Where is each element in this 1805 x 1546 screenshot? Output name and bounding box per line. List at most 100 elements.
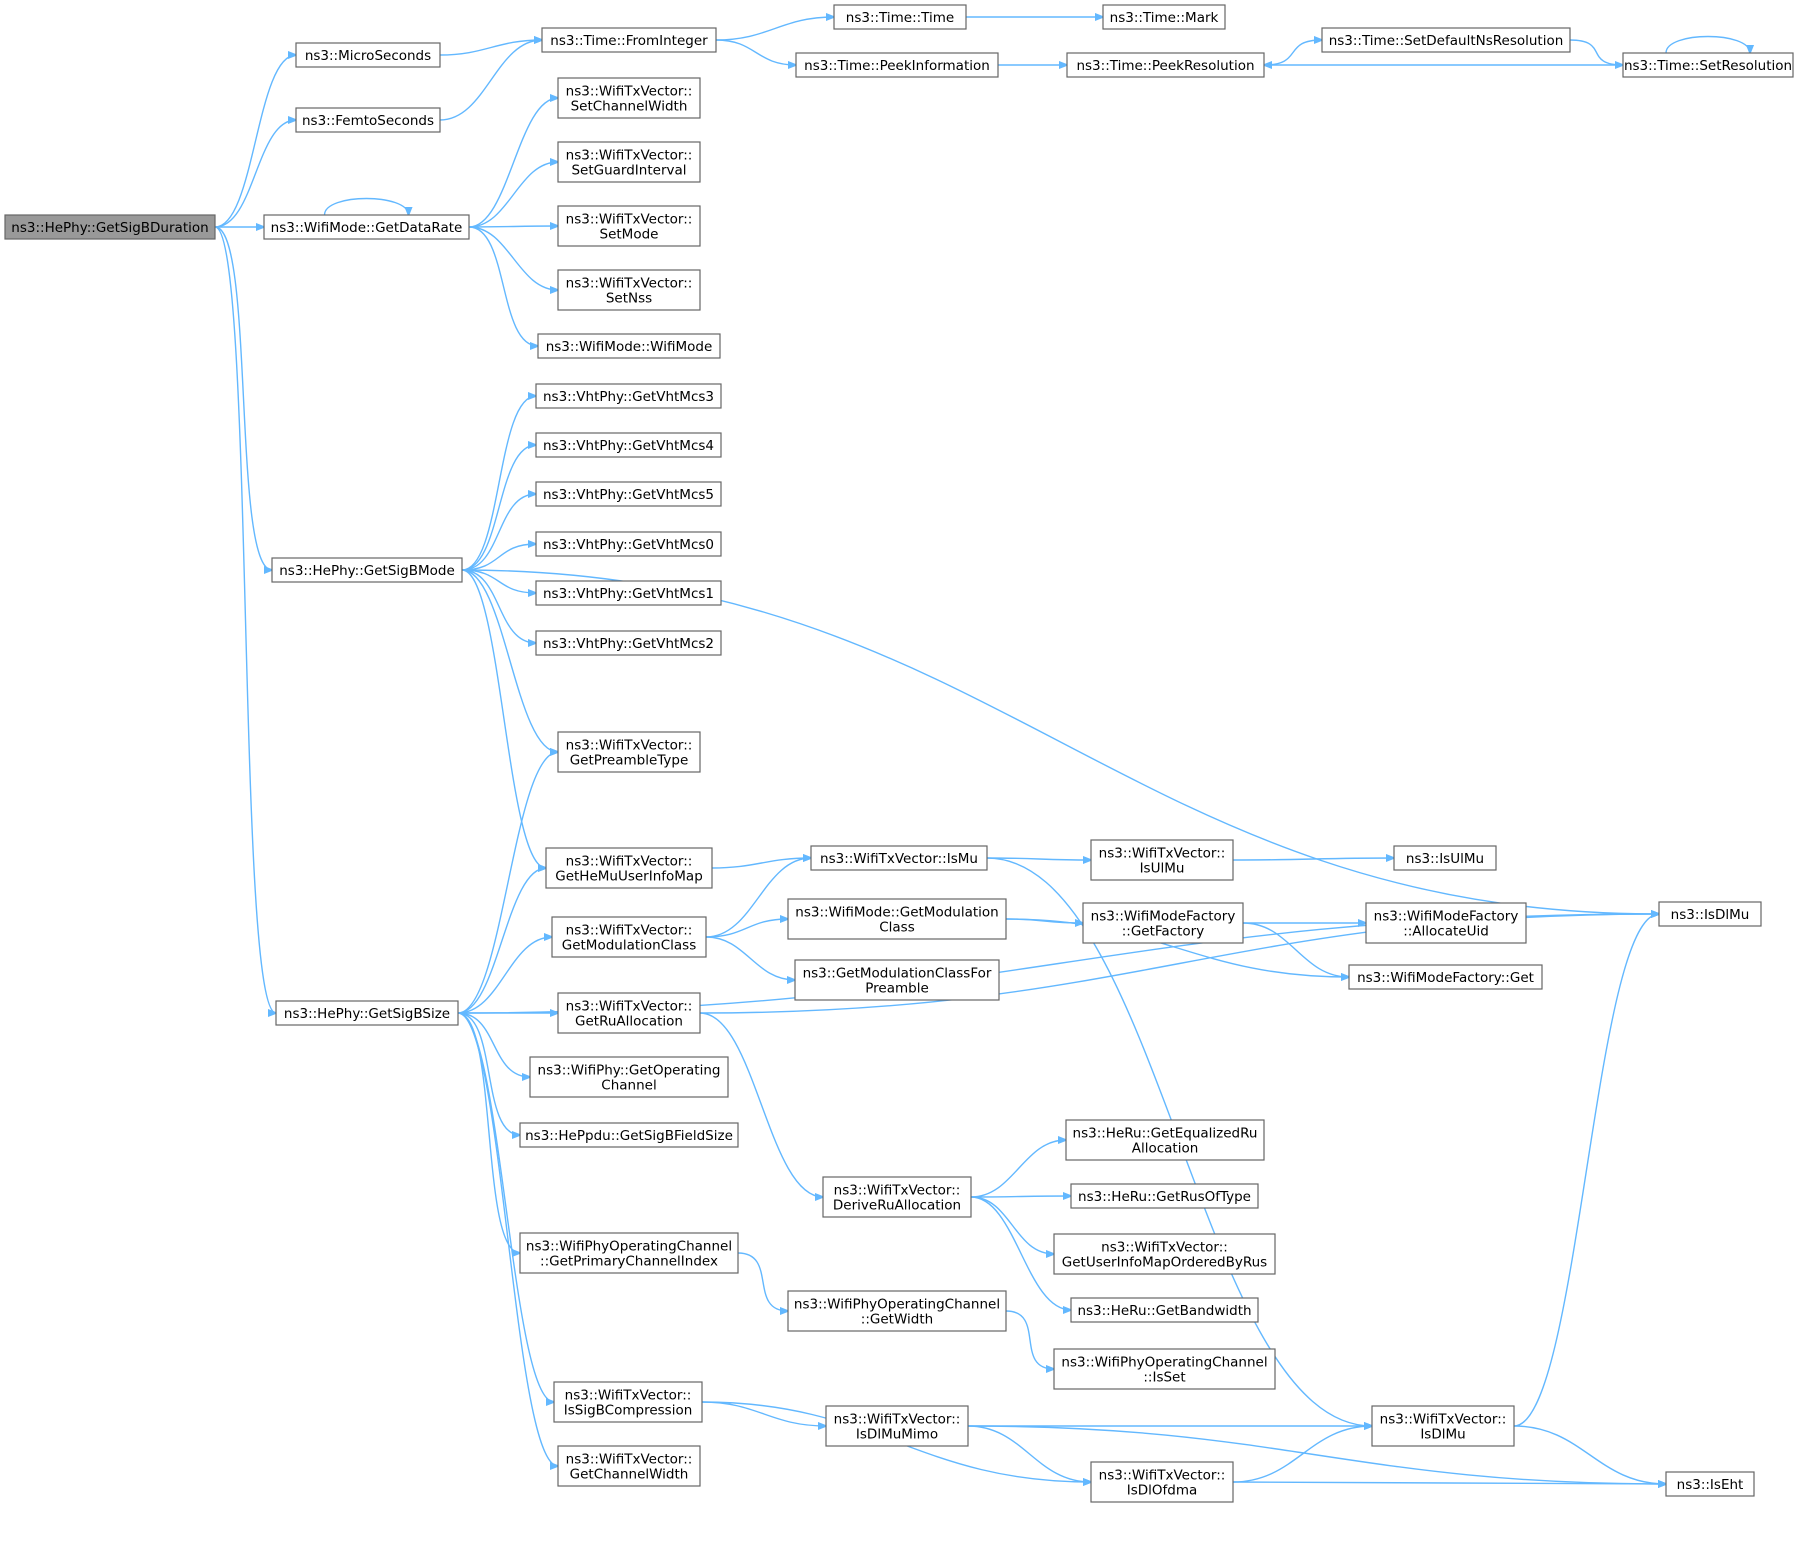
node-ns3-wifitxvector-getchannelwidth[interactable]: ns3::WifiTxVector::GetChannelWidth — [557, 1445, 701, 1487]
node-box — [1393, 845, 1497, 871]
node-ns3-wifitxvector-setnss[interactable]: ns3::WifiTxVector::SetNss — [557, 269, 701, 311]
node-ns3-vhtphy-getvhtmcs5[interactable]: ns3::VhtPhy::GetVhtMcs5 — [535, 481, 722, 507]
node-ns3-iseht[interactable]: ns3::IsEht — [1665, 1471, 1755, 1497]
node-label: ns3::Time::SetResolution — [1624, 58, 1792, 74]
node-ns3-hephy-getsigbsize[interactable]: ns3::HePhy::GetSigBSize — [275, 1000, 459, 1026]
node-ns3-wifimodefactory-getfactory[interactable]: ns3::WifiModeFactory::GetFactory — [1082, 902, 1244, 944]
node-box — [795, 52, 999, 78]
node-ns3-wifimodefactory-allocateuid[interactable]: ns3::WifiModeFactory::AllocateUid — [1365, 902, 1527, 944]
node-box — [833, 4, 967, 30]
node-label: ns3::WifiTxVector:: — [1099, 1468, 1226, 1484]
node-box — [1665, 1471, 1755, 1497]
node-box — [1053, 1233, 1276, 1275]
node-box — [557, 1445, 701, 1487]
node-ns3-wifitxvector-ismu[interactable]: ns3::WifiTxVector::IsMu — [810, 845, 988, 871]
node-ns3-vhtphy-getvhtmcs0[interactable]: ns3::VhtPhy::GetVhtMcs0 — [535, 531, 722, 557]
node-ns3-wifimode-wifimode[interactable]: ns3::WifiMode::WifiMode — [537, 333, 721, 359]
node-ns3-wifitxvector-setguardinterval[interactable]: ns3::WifiTxVector::SetGuardInterval — [557, 141, 701, 183]
node-ns3-wifitxvector-getpreambletype[interactable]: ns3::WifiTxVector::GetPreambleType — [557, 731, 701, 773]
node-ns3-heru-getrusoftype[interactable]: ns3::HeRu::GetRusOfType — [1070, 1183, 1259, 1209]
edge-root-to-micro — [214, 55, 296, 228]
node-ns3-wifitxvector-issigbcompression[interactable]: ns3::WifiTxVector::IsSigBCompression — [553, 1381, 703, 1423]
node-ns3-vhtphy-getvhtmcs2[interactable]: ns3::VhtPhy::GetVhtMcs2 — [535, 630, 722, 656]
node-ns3-time-setresolution[interactable]: ns3::Time::SetResolution — [1622, 52, 1794, 78]
node-label: ns3::WifiTxVector:: — [1380, 1412, 1507, 1428]
node-ns3-time-mark[interactable]: ns3::Time::Mark — [1102, 4, 1226, 30]
node-ns3-femtoseconds[interactable]: ns3::FemtoSeconds — [295, 107, 441, 133]
node-label: ns3::WifiModeFactory — [1374, 909, 1519, 925]
node-box — [787, 898, 1007, 940]
node-ns3-hephy-getsigbmode[interactable]: ns3::HePhy::GetSigBMode — [271, 557, 463, 583]
node-ns3-microseconds[interactable]: ns3::MicroSeconds — [295, 42, 441, 68]
node-label: ::AllocateUid — [1403, 924, 1489, 940]
node-ns3-wifitxvector-getuserinfomaporderedbyrus[interactable]: ns3::WifiTxVector::GetUserInfoMapOrdered… — [1053, 1233, 1276, 1275]
node-ns3-wifitxvector-gethemuuserinfomap[interactable]: ns3::WifiTxVector::GetHeMuUserInfoMap — [545, 847, 713, 889]
node-box — [4, 214, 216, 240]
node-label: IsDlOfdma — [1127, 1483, 1198, 1499]
node-label: ::IsSet — [1143, 1370, 1185, 1386]
node-ns3-time-setdefaultnsresolution[interactable]: ns3::Time::SetDefaultNsResolution — [1321, 27, 1571, 53]
node-ns3-wifiphyoperatingchannel-isset[interactable]: ns3::WifiPhyOperatingChannel::IsSet — [1053, 1348, 1276, 1390]
node-label: SetMode — [600, 227, 659, 243]
node-label: ns3::WifiTxVector:: — [566, 148, 693, 164]
node-ns3-wifitxvector-getruallocation[interactable]: ns3::WifiTxVector::GetRuAllocation — [557, 992, 701, 1034]
node-label: ns3::Time::Time — [846, 10, 954, 26]
node-label: ns3::WifiTxVector:: — [566, 999, 693, 1015]
node-ns3-hephy-getsigbduration[interactable]: ns3::HePhy::GetSigBDuration — [4, 214, 216, 240]
node-ns3-wifitxvector-setchannelwidth[interactable]: ns3::WifiTxVector::SetChannelWidth — [557, 77, 701, 119]
node-ns3-vhtphy-getvhtmcs3[interactable]: ns3::VhtPhy::GetVhtMcs3 — [535, 383, 722, 409]
node-ns3-wifiphyoperatingchannel-getprimarychannelindex[interactable]: ns3::WifiPhyOperatingChannel::GetPrimary… — [519, 1232, 739, 1274]
node-ns3-isulmu[interactable]: ns3::IsUlMu — [1393, 845, 1497, 871]
node-label: GetModulationClass — [562, 938, 697, 954]
edge-isulmu_v-to-isulmu — [1232, 858, 1394, 860]
node-label: ns3::HeRu::GetEqualizedRu — [1073, 1126, 1258, 1142]
node-ns3-wifimode-getmodulation-class[interactable]: ns3::WifiMode::GetModulationClass — [787, 898, 1007, 940]
node-label: DeriveRuAllocation — [833, 1198, 961, 1214]
node-ns3-wifiphyoperatingchannel-getwidth[interactable]: ns3::WifiPhyOperatingChannel::GetWidth — [787, 1290, 1007, 1332]
node-ns3-vhtphy-getvhtmcs1[interactable]: ns3::VhtPhy::GetVhtMcs1 — [535, 580, 722, 606]
node-box — [541, 27, 717, 53]
node-ns3-wifimodefactory-get[interactable]: ns3::WifiModeFactory::Get — [1348, 964, 1543, 990]
node-ns3-time-time[interactable]: ns3::Time::Time — [833, 4, 967, 30]
node-ns3-wifitxvector-setmode[interactable]: ns3::WifiTxVector::SetMode — [557, 205, 701, 247]
node-ns3-vhtphy-getvhtmcs4[interactable]: ns3::VhtPhy::GetVhtMcs4 — [535, 432, 722, 458]
node-box — [1090, 839, 1234, 881]
node-ns3-isdlmu[interactable]: ns3::IsDlMu — [1658, 901, 1762, 927]
node-ns3-time-peekinformation[interactable]: ns3::Time::PeekInformation — [795, 52, 999, 78]
node-label: ns3::FemtoSeconds — [302, 113, 434, 129]
node-label: ns3::IsUlMu — [1406, 851, 1484, 867]
node-label: ns3::WifiTxVector:: — [566, 923, 693, 939]
node-box — [295, 42, 441, 68]
node-label: Channel — [601, 1078, 656, 1094]
edge-isdlofdma-to-isdlmu_v — [1232, 1426, 1372, 1483]
node-ns3-time-peekresolution[interactable]: ns3::Time::PeekResolution — [1066, 52, 1265, 78]
node-label: ns3::HePhy::GetSigBMode — [279, 563, 455, 579]
node-label: IsDlMu — [1420, 1427, 1465, 1443]
node-ns3-wifitxvector-deriveruallocation[interactable]: ns3::WifiTxVector::DeriveRuAllocation — [822, 1176, 972, 1218]
node-box — [1348, 964, 1543, 990]
node-box — [557, 77, 701, 119]
node-ns3-wifitxvector-isulmu[interactable]: ns3::WifiTxVector::IsUlMu — [1090, 839, 1234, 881]
node-box — [551, 916, 707, 958]
node-box — [557, 269, 701, 311]
node-box — [1371, 1405, 1515, 1447]
edge-root-to-getsigbsize — [214, 226, 276, 1013]
node-ns3-heppdu-getsigbfieldsize[interactable]: ns3::HePpdu::GetSigBFieldSize — [519, 1122, 739, 1148]
node-ns3-wifitxvector-isdlmumimo[interactable]: ns3::WifiTxVector::IsDlMuMimo — [825, 1405, 969, 1447]
edge-peekres-to-setdefns — [1263, 40, 1322, 66]
node-label: ns3::WifiTxVector:: — [566, 1452, 693, 1468]
node-label: ns3::GetModulationClassFor — [803, 966, 992, 982]
node-label: ns3::VhtPhy::GetVhtMcs1 — [543, 586, 714, 602]
node-ns3-wifimode-getdatarate[interactable]: ns3::WifiMode::GetDataRate — [263, 214, 470, 240]
node-ns3-wifitxvector-getmodulationclass[interactable]: ns3::WifiTxVector::GetModulationClass — [551, 916, 707, 958]
edge-getdatarate-to-setchw — [468, 98, 558, 228]
node-ns3-heru-getbandwidth[interactable]: ns3::HeRu::GetBandwidth — [1070, 1297, 1259, 1323]
node-label: ns3::WifiTxVector:: — [565, 1388, 692, 1404]
node-ns3-wifitxvector-isdlmu[interactable]: ns3::WifiTxVector::IsDlMu — [1371, 1405, 1515, 1447]
node-ns3-wifitxvector-isdlofdma[interactable]: ns3::WifiTxVector::IsDlOfdma — [1090, 1461, 1234, 1503]
node-label: ns3::WifiMode::WifiMode — [546, 339, 713, 355]
node-ns3-time-frominteger[interactable]: ns3::Time::FromInteger — [541, 27, 717, 53]
